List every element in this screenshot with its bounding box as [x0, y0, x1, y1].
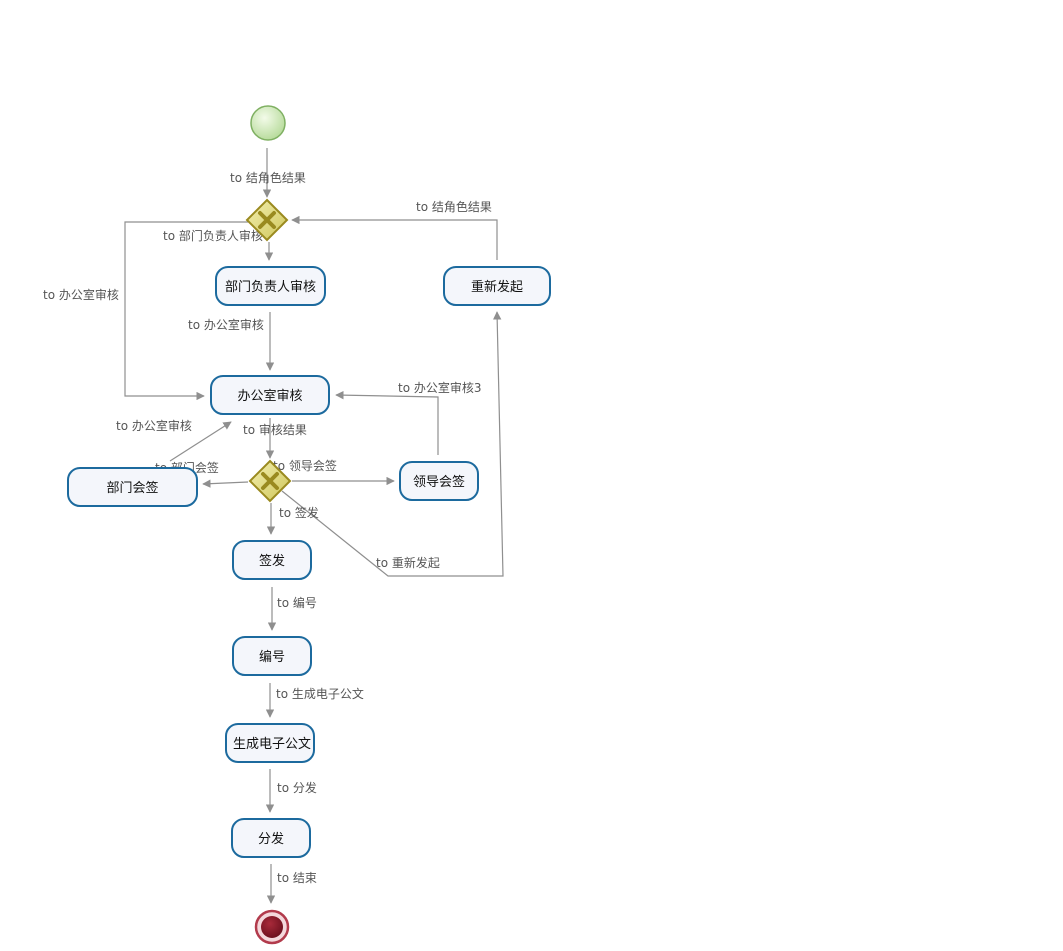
task-dept-countersign[interactable]: 部门会签: [67, 467, 198, 507]
edge-label-start-to-gateway1: to 结角色结果: [230, 171, 306, 185]
task-box: [210, 375, 330, 415]
edge-label-gateway2-to-resubmit: to 重新发起: [376, 555, 440, 570]
task-box: [225, 723, 315, 763]
edge-label-resubmit-to-gateway1: to 结角色结果: [416, 200, 492, 214]
task-box: [399, 461, 479, 501]
task-dept-head-review[interactable]: 部门负责人审核: [215, 266, 326, 306]
start-event[interactable]: [250, 105, 286, 141]
end-event-core: [261, 916, 283, 938]
task-box: [232, 636, 312, 676]
edge-leader-to-office: [335, 390, 439, 455]
edge-gateway2-to-resubmit: [281, 311, 504, 577]
exclusive-gateway-2[interactable]: [248, 459, 292, 503]
edge-label-gateway1-to-dept-head: to 部门负责人审核: [163, 228, 263, 243]
task-generate-doc[interactable]: 生成电子公文: [225, 723, 315, 763]
task-label: 分发: [258, 831, 284, 847]
task-box: [232, 540, 312, 580]
edge-label-gateway1-to-office: to 办公室审核: [43, 287, 119, 302]
edge-label-numbering-to-generate: to 生成电子公文: [276, 686, 364, 701]
edge-label-distribute-to-end: to 结束: [277, 871, 317, 885]
edge-label-gateway2-to-leader: to 领导会签: [273, 458, 337, 473]
task-label: 编号: [259, 650, 285, 665]
task-office-review[interactable]: 办公室审核: [210, 375, 330, 415]
task-sign-issue[interactable]: 签发: [232, 540, 312, 580]
task-leader-countersign[interactable]: 领导会签: [399, 461, 479, 501]
gateway-x-icon: [258, 211, 276, 229]
task-box: [67, 467, 198, 507]
task-numbering[interactable]: 编号: [232, 636, 312, 676]
edge-label-leader-to-office: to 办公室审核3: [398, 380, 482, 395]
edge-gateway2-to-dept-countersign: [202, 479, 249, 488]
task-distribute[interactable]: 分发: [231, 818, 311, 858]
task-label: 生成电子公文: [233, 737, 311, 752]
start-event-circle: [250, 105, 286, 141]
edge-label-dept-head-to-office: to 办公室审核: [188, 317, 264, 332]
edge-gateway1-to-office: [124, 221, 248, 401]
task-label: 部门负责人审核: [225, 280, 316, 295]
task-label: 签发: [259, 553, 285, 569]
task-resubmit[interactable]: 重新发起: [443, 266, 551, 306]
task-box: [231, 818, 311, 858]
task-label: 办公室审核: [237, 388, 302, 404]
edge-label-office-to-gateway2: to 审核结果: [243, 422, 307, 437]
edge-resubmit-to-gateway1: [291, 215, 498, 260]
exclusive-gateway-1[interactable]: [245, 198, 289, 242]
edge-label-generate-to-distribute: to 分发: [277, 780, 317, 795]
task-label: 领导会签: [413, 474, 465, 490]
task-label: 重新发起: [471, 279, 523, 295]
edge-label-dept-countersign-to-office: to 办公室审核: [116, 418, 192, 433]
gateway-x-icon: [261, 472, 279, 490]
task-box: [215, 266, 326, 306]
task-label: 部门会签: [106, 480, 158, 496]
edge-label-sign-to-numbering: to 编号: [277, 595, 317, 610]
end-event[interactable]: [254, 909, 290, 945]
edge-dept-countersign-to-office: [169, 421, 232, 462]
task-box: [443, 266, 551, 306]
edges: [124, 148, 504, 904]
edge-label-gateway2-to-sign: to 签发: [279, 505, 319, 520]
